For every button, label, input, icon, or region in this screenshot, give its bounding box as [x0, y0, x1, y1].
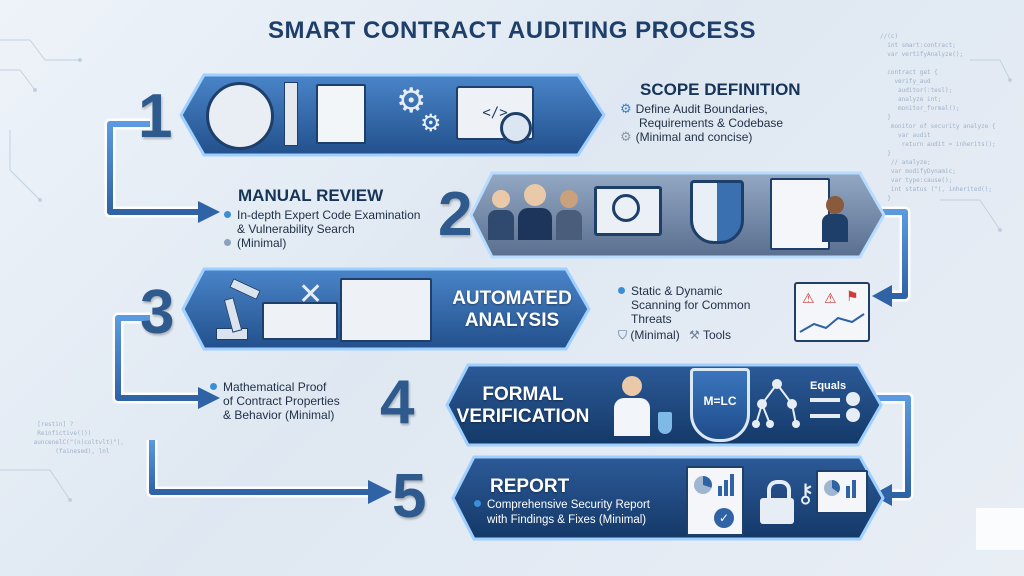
reviewer-icon — [822, 196, 848, 242]
step-3-notes: ⛉ (Minimal) ⚒ Tools — [618, 328, 731, 342]
equals-checks-icon — [810, 392, 866, 432]
flowchart-window-icon — [340, 278, 432, 342]
step-2-title: MANUAL REVIEW — [238, 186, 384, 205]
logic-tree-icon — [752, 379, 800, 428]
arrow-down-to-5 — [149, 440, 370, 495]
gears-icon: ⚙ — [396, 82, 427, 120]
arrow-4-to-5 — [860, 395, 911, 498]
magnifier-icon — [500, 112, 532, 144]
shield-formula: M=LC — [703, 394, 737, 408]
gear-small-icon: ⚙ — [420, 110, 442, 137]
report-document-icon: ✓ — [686, 466, 744, 536]
step-4-description: Mathematical Proof of Contract Propertie… — [210, 380, 340, 422]
arrow-1-to-2 — [107, 121, 200, 215]
alert-chart-icon: ⚠ ⚠ ⚑ — [794, 282, 870, 342]
step-1-desc-line-2: Requirements & Codebase — [639, 116, 784, 130]
step-5-number: 5 — [392, 462, 427, 531]
ruler-icon — [284, 82, 298, 146]
presentation-chart-icon — [816, 470, 868, 514]
step-4-desc-line-3: & Behavior (Minimal) — [223, 408, 335, 422]
step-3-title-line-1: AUTOMATED — [452, 288, 572, 309]
equals-label: Equals — [810, 380, 847, 392]
step-2-desc-line-1: In-depth Expert Code Examination — [237, 208, 421, 222]
step-1-note: (Minimal and concise) — [635, 130, 753, 144]
step-4-desc-line-2: of Contract Properties — [223, 394, 340, 408]
page-title: SMART CONTRACT AUDITING PROCESS — [268, 17, 756, 44]
step-3-tools-label: Tools — [702, 328, 731, 342]
compass-icon — [206, 82, 274, 150]
padlock-icon — [760, 480, 794, 526]
auditors-team-icon — [488, 184, 584, 240]
step-3-desc-line-1: Static & Dynamic — [631, 284, 723, 298]
arrow-3-to-4 — [115, 315, 200, 401]
step-5-description: Comprehensive Security Report with Findi… — [474, 498, 650, 528]
code-decoration-right: //(c) int smart:contract; var vertifyAna… — [880, 33, 996, 202]
step-3-number: 3 — [140, 278, 175, 347]
bullet-gray-icon — [224, 239, 231, 246]
step-2-description: In-depth Expert Code Examination & Vulne… — [224, 208, 420, 250]
step-4-desc-line-1: Mathematical Proof — [223, 380, 327, 394]
shield-icon — [690, 180, 744, 244]
step-3-title-line-2: ANALYSIS — [464, 310, 560, 331]
gear-bullet-icon: ⚙ — [620, 101, 632, 116]
step-3-desc-line-2: Scanning for Common — [631, 298, 751, 312]
step-5-title: REPORT — [490, 476, 570, 497]
verified-shield-icon: M=LC — [690, 368, 750, 442]
step-1-description: ⚙Define Audit Boundaries, Requirements &… — [620, 101, 784, 145]
step-3-description: Static & Dynamic Scanning for Common Thr… — [618, 284, 750, 326]
step-1-number: 1 — [138, 82, 173, 151]
step-2-note: (Minimal) — [237, 236, 287, 250]
code-decoration-left: [restin] ? Reinfictive(()) auncenelC("(n… — [33, 421, 124, 455]
gear-bullet-gray-icon: ⚙ — [620, 129, 632, 144]
bullet-icon — [224, 211, 231, 218]
step-5-desc-line-2: with Findings & Fixes (Minimal) — [487, 514, 647, 526]
step-1-title: SCOPE DEFINITION — [640, 80, 801, 99]
bullet-icon — [618, 287, 625, 294]
step-4-title-line-2: VERIFICATION — [456, 406, 590, 427]
bullet-icon — [210, 383, 217, 390]
step-4-number: 4 — [380, 368, 415, 437]
corner-panel — [976, 508, 1024, 550]
scientist-icon — [598, 372, 678, 438]
step-3-title: AUTOMATED ANALYSIS — [450, 288, 574, 332]
code-windows-icon — [262, 302, 338, 340]
step-1-desc-line-1: Define Audit Boundaries, — [635, 102, 768, 116]
robot-arm-icon — [212, 278, 261, 340]
map-document-icon — [316, 84, 366, 144]
step-2-desc-line-2: & Vulnerability Search — [237, 222, 355, 236]
bullet-icon — [474, 500, 481, 507]
key-icon: ⚷ — [796, 478, 816, 508]
step-3-note: (Minimal) — [630, 328, 680, 342]
tools-small-icon: ⚒ — [689, 328, 700, 342]
step-3-desc-line-3: Threats — [631, 312, 672, 326]
step-4-title-line-1: FORMAL — [482, 384, 564, 405]
monitor-magnifier-icon — [612, 194, 640, 222]
step-2-number: 2 — [438, 180, 473, 249]
small-shield-icon: ⛉ — [618, 328, 628, 342]
step-5-desc-line-1: Comprehensive Security Report — [487, 499, 650, 511]
checklist-icon — [770, 178, 830, 250]
step-4-title: FORMAL VERIFICATION — [450, 384, 596, 428]
